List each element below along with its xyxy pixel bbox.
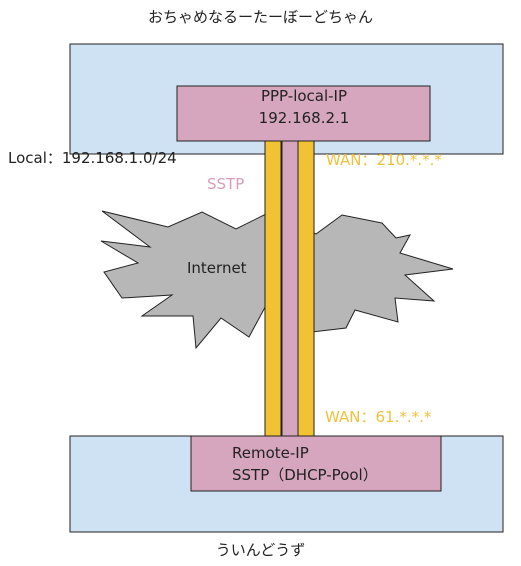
ppp-local-ip-line-1: PPP-local-IP bbox=[260, 87, 348, 105]
sstp-line bbox=[281, 140, 299, 437]
wan-top-label: WAN：210.*.*.* bbox=[326, 151, 442, 169]
wan-line-left bbox=[264, 140, 282, 437]
remote-ip-label: Remote-IP SSTP（DHCP-Pool） bbox=[232, 443, 378, 487]
ppp-local-ip-line-2: 192.168.2.1 bbox=[258, 108, 350, 127]
wan-bottom-label: WAN：61.*.*.* bbox=[325, 408, 432, 426]
remote-ip-line-1: Remote-IP bbox=[232, 444, 309, 462]
sstp-label: SSTP bbox=[207, 175, 245, 193]
bottom-site-name: ういんどうず bbox=[215, 541, 306, 559]
ppp-local-ip-label: PPP-local-IP 192.168.2.1 bbox=[178, 86, 430, 130]
local-network-label: Local：192.168.1.0/24 bbox=[8, 149, 177, 167]
top-site-name: おちゃめなるーたーぼーどちゃん bbox=[147, 8, 373, 26]
internet-label: Internet bbox=[187, 259, 247, 277]
ppp-local-ip-box bbox=[176, 85, 431, 142]
wan-line-right bbox=[297, 140, 315, 437]
remote-ip-box bbox=[190, 435, 442, 492]
remote-ip-line-2: SSTP（DHCP-Pool） bbox=[232, 465, 378, 484]
